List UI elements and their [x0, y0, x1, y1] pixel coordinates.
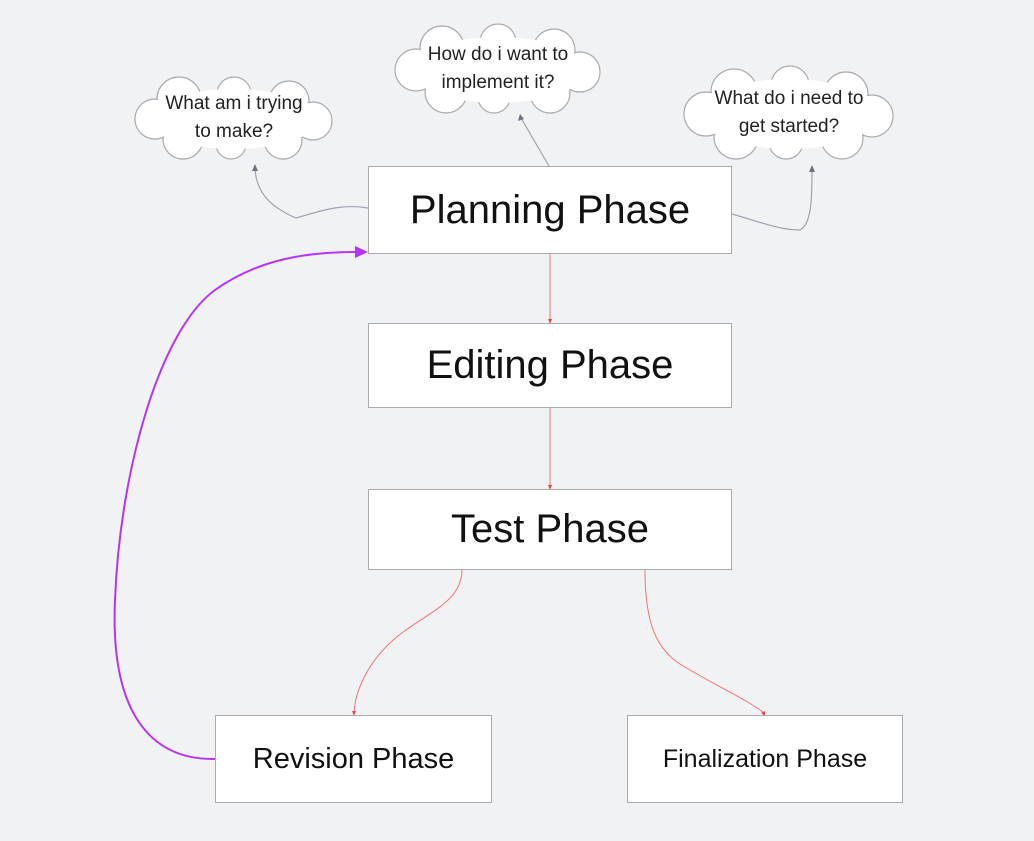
test-phase-label: Test Phase	[451, 507, 649, 551]
test-phase-node[interactable]: Test Phase	[368, 489, 732, 570]
connector-revision-to-planning	[113, 251, 357, 761]
planning-phase-node[interactable]: Planning Phase	[368, 166, 732, 254]
arrowhead-implement-cloud	[518, 114, 524, 121]
planning-phase-label: Planning Phase	[409, 187, 691, 232]
connector-test-to-finalization	[644, 569, 765, 714]
connector-planning-to-implement-cloud	[520, 117, 550, 167]
arrowhead-test	[548, 485, 552, 490]
finalization-phase-node[interactable]: Finalization Phase	[627, 715, 903, 803]
connector-planning-to-start-cloud	[731, 169, 813, 231]
connector-test-to-revision	[353, 569, 463, 714]
arrowhead-editing	[548, 319, 552, 324]
arrowhead-make-cloud	[252, 164, 258, 171]
arrowhead-finalization	[761, 711, 765, 716]
revision-phase-label: Revision Phase	[252, 742, 455, 775]
revision-phase-node[interactable]: Revision Phase	[215, 715, 492, 803]
finalization-phase-label: Finalization Phase	[662, 744, 868, 773]
arrowhead-planning	[355, 246, 368, 258]
connector-planning-to-make-cloud	[254, 167, 369, 219]
arrowhead-start-cloud	[809, 165, 815, 172]
editing-phase-node[interactable]: Editing Phase	[368, 323, 732, 408]
arrowhead-revision	[352, 711, 356, 716]
editing-phase-label: Editing Phase	[426, 343, 674, 387]
